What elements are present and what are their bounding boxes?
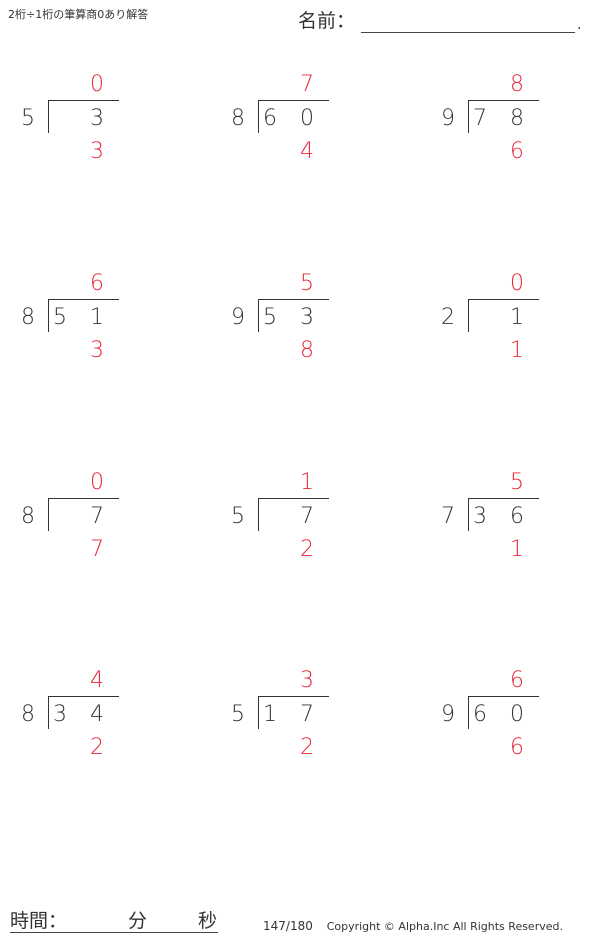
division-problem: 0 8 7 7 <box>18 472 148 567</box>
division-bracket <box>48 100 119 133</box>
quotient: 8 <box>510 72 524 97</box>
remainder: 2 <box>300 537 314 562</box>
remainder: 7 <box>90 537 104 562</box>
dividend-ones: 6 <box>510 504 524 529</box>
dividend-ones: 1 <box>510 305 524 330</box>
quotient: 6 <box>510 668 524 693</box>
remainder: 1 <box>510 338 524 363</box>
name-terminator: . <box>577 17 582 33</box>
divisor: 9 <box>231 305 245 330</box>
time-label: 時間： <box>10 910 68 932</box>
dividend-ones: 7 <box>300 702 314 727</box>
dividend-ones: 7 <box>90 504 104 529</box>
divisor: 5 <box>21 106 35 131</box>
quotient: 5 <box>510 470 524 495</box>
dividend-ones: 8 <box>510 106 524 131</box>
division-bracket <box>258 299 329 332</box>
remainder: 2 <box>90 735 104 760</box>
dividend-ones: 0 <box>510 702 524 727</box>
minutes-label: 分 <box>128 910 148 932</box>
quotient: 1 <box>300 470 314 495</box>
divisor: 8 <box>21 504 35 529</box>
dividend-tens: 3 <box>53 702 67 727</box>
divisor: 8 <box>21 702 35 727</box>
quotient: 5 <box>300 271 314 296</box>
division-bracket <box>48 299 119 332</box>
quotient: 6 <box>90 271 104 296</box>
quotient: 7 <box>300 72 314 97</box>
division-bracket <box>468 299 539 332</box>
division-bracket <box>468 498 539 531</box>
dividend-ones: 0 <box>300 106 314 131</box>
divisor: 8 <box>231 106 245 131</box>
remainder: 3 <box>90 338 104 363</box>
remainder: 6 <box>510 735 524 760</box>
quotient: 0 <box>90 72 104 97</box>
dividend-ones: 3 <box>300 305 314 330</box>
dividend-tens: 5 <box>263 305 277 330</box>
footer-meta: 147/180 Copyright © Alpha.Inc All Rights… <box>263 919 563 933</box>
division-problem: 0 5 3 3 <box>18 74 148 169</box>
division-bracket <box>468 696 539 729</box>
name-field: 名前： . <box>298 6 581 33</box>
quotient: 0 <box>510 271 524 296</box>
divisor: 5 <box>231 702 245 727</box>
copyright: Copyright © Alpha.Inc All Rights Reserve… <box>326 920 563 933</box>
remainder: 4 <box>300 139 314 164</box>
dividend-ones: 4 <box>90 702 104 727</box>
remainder: 1 <box>510 537 524 562</box>
quotient: 0 <box>90 470 104 495</box>
dividend-ones: 3 <box>90 106 104 131</box>
remainder: 2 <box>300 735 314 760</box>
remainder: 3 <box>90 139 104 164</box>
divisor: 2 <box>441 305 455 330</box>
page-number: 147/180 <box>263 919 313 933</box>
dividend-tens: 3 <box>473 504 487 529</box>
time-field: 時間： 分 秒 <box>10 906 218 933</box>
dividend-ones: 7 <box>300 504 314 529</box>
division-bracket <box>258 498 329 531</box>
name-label: 名前： <box>298 10 356 32</box>
dividend-ones: 1 <box>90 305 104 330</box>
division-problem: 0 2 1 1 <box>438 273 568 368</box>
worksheet-title: 2桁÷1桁の筆算商0あり解答 <box>8 8 149 21</box>
division-bracket <box>258 100 329 133</box>
dividend-tens: 5 <box>53 305 67 330</box>
divisor: 5 <box>231 504 245 529</box>
remainder: 8 <box>300 338 314 363</box>
name-blank-line[interactable] <box>361 12 576 33</box>
dividend-tens: 7 <box>473 106 487 131</box>
division-bracket <box>258 696 329 729</box>
remainder: 6 <box>510 139 524 164</box>
dividend-tens: 6 <box>263 106 277 131</box>
divisor: 9 <box>441 702 455 727</box>
divisor: 7 <box>441 504 455 529</box>
quotient: 3 <box>300 668 314 693</box>
division-bracket <box>48 498 119 531</box>
dividend-tens: 6 <box>473 702 487 727</box>
divisor: 8 <box>21 305 35 330</box>
divisor: 9 <box>441 106 455 131</box>
dividend-tens: 1 <box>263 702 277 727</box>
quotient: 4 <box>90 668 104 693</box>
division-bracket <box>48 696 119 729</box>
seconds-label: 秒 <box>198 910 218 932</box>
division-bracket <box>468 100 539 133</box>
